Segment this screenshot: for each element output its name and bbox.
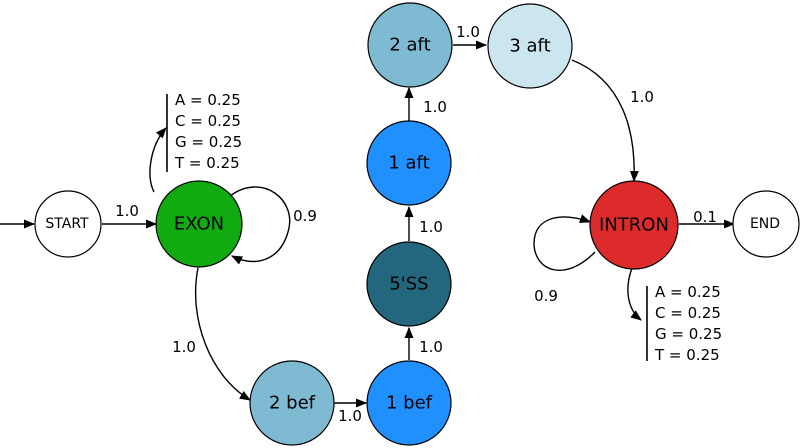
edge-exon-bef2 [194,267,251,401]
node-3-aft-circle [487,3,573,89]
node-start-label: START [45,216,89,232]
emission-intron-t: T = 0.25 [654,346,720,364]
node-end: END [732,190,800,258]
node-end-circle [732,190,800,258]
emission-exon-c: C = 0.25 [175,112,241,130]
node-1-aft: 1 aft [366,120,452,206]
node-1-bef-circle [366,360,452,446]
node-intron-label: INTRON [599,215,669,236]
emission-intron-a: A = 0.25 [655,283,721,301]
node-2-aft-circle [367,2,453,88]
node-start-circle [34,190,102,258]
edge-label-start-exon: 1.0 [115,202,139,220]
edge-aft3-intron [571,59,639,183]
node-intron: INTRON [589,180,679,270]
node-2-aft: 2 aft [367,2,453,88]
node-3-aft-label: 3 aft [509,36,550,57]
emission-exon-g: G = 0.25 [175,133,242,151]
node-2-aft-label: 2 aft [389,35,430,56]
edge-label-exon-self: 0.9 [293,207,317,225]
edge-label-aft1-aft2: 1.0 [423,98,447,116]
edge-label-aft3-intron: 1.0 [630,88,654,106]
node-5ss-label: 5'SS [389,274,428,295]
emission-table-intron: A = 0.25 C = 0.25 G = 0.25 T = 0.25 [654,283,722,364]
node-exon: EXON [155,180,243,268]
edge-label-exon-bef2: 1.0 [172,338,196,356]
node-2-bef-label: 2 bef [269,393,316,414]
node-end-label: END [750,216,780,232]
emission-exon-t: T = 0.25 [174,154,240,172]
node-1-bef: 1 bef [366,360,452,446]
emission-table-exon: A = 0.25 C = 0.25 G = 0.25 T = 0.25 [174,91,242,172]
node-2-bef: 2 bef [249,360,335,446]
node-1-bef-label: 1 bef [386,393,433,414]
edge-label-intron-self: 0.9 [534,287,558,305]
edge-label-ss-aft1: 1.0 [419,218,443,236]
emission-intron-c: C = 0.25 [655,304,721,322]
edge-label-intron-end: 0.1 [693,208,717,226]
node-exon-circle [155,180,243,268]
edge-label-bef1-ss: 1.0 [419,338,443,356]
emission-exon-a: A = 0.25 [175,91,241,109]
node-1-aft-circle [366,120,452,206]
node-1-aft-label: 1 aft [388,153,429,174]
edge-exon-emission [149,127,167,193]
edge-intron-emission [627,267,642,321]
node-start: START [34,190,102,258]
node-2-bef-circle [249,360,335,446]
edge-label-aft2-aft3: 1.0 [456,23,480,41]
node-5ss-circle [366,241,452,327]
edge-label-bef2-bef1: 1.0 [338,407,362,425]
node-exon-label: EXON [174,214,224,235]
node-intron-circle [589,180,679,270]
edge-intron-self [533,214,596,271]
emission-intron-g: G = 0.25 [655,325,722,343]
node-3-aft: 3 aft [487,3,573,89]
node-5ss: 5'SS [366,241,452,327]
edge-exon-self [229,186,291,265]
